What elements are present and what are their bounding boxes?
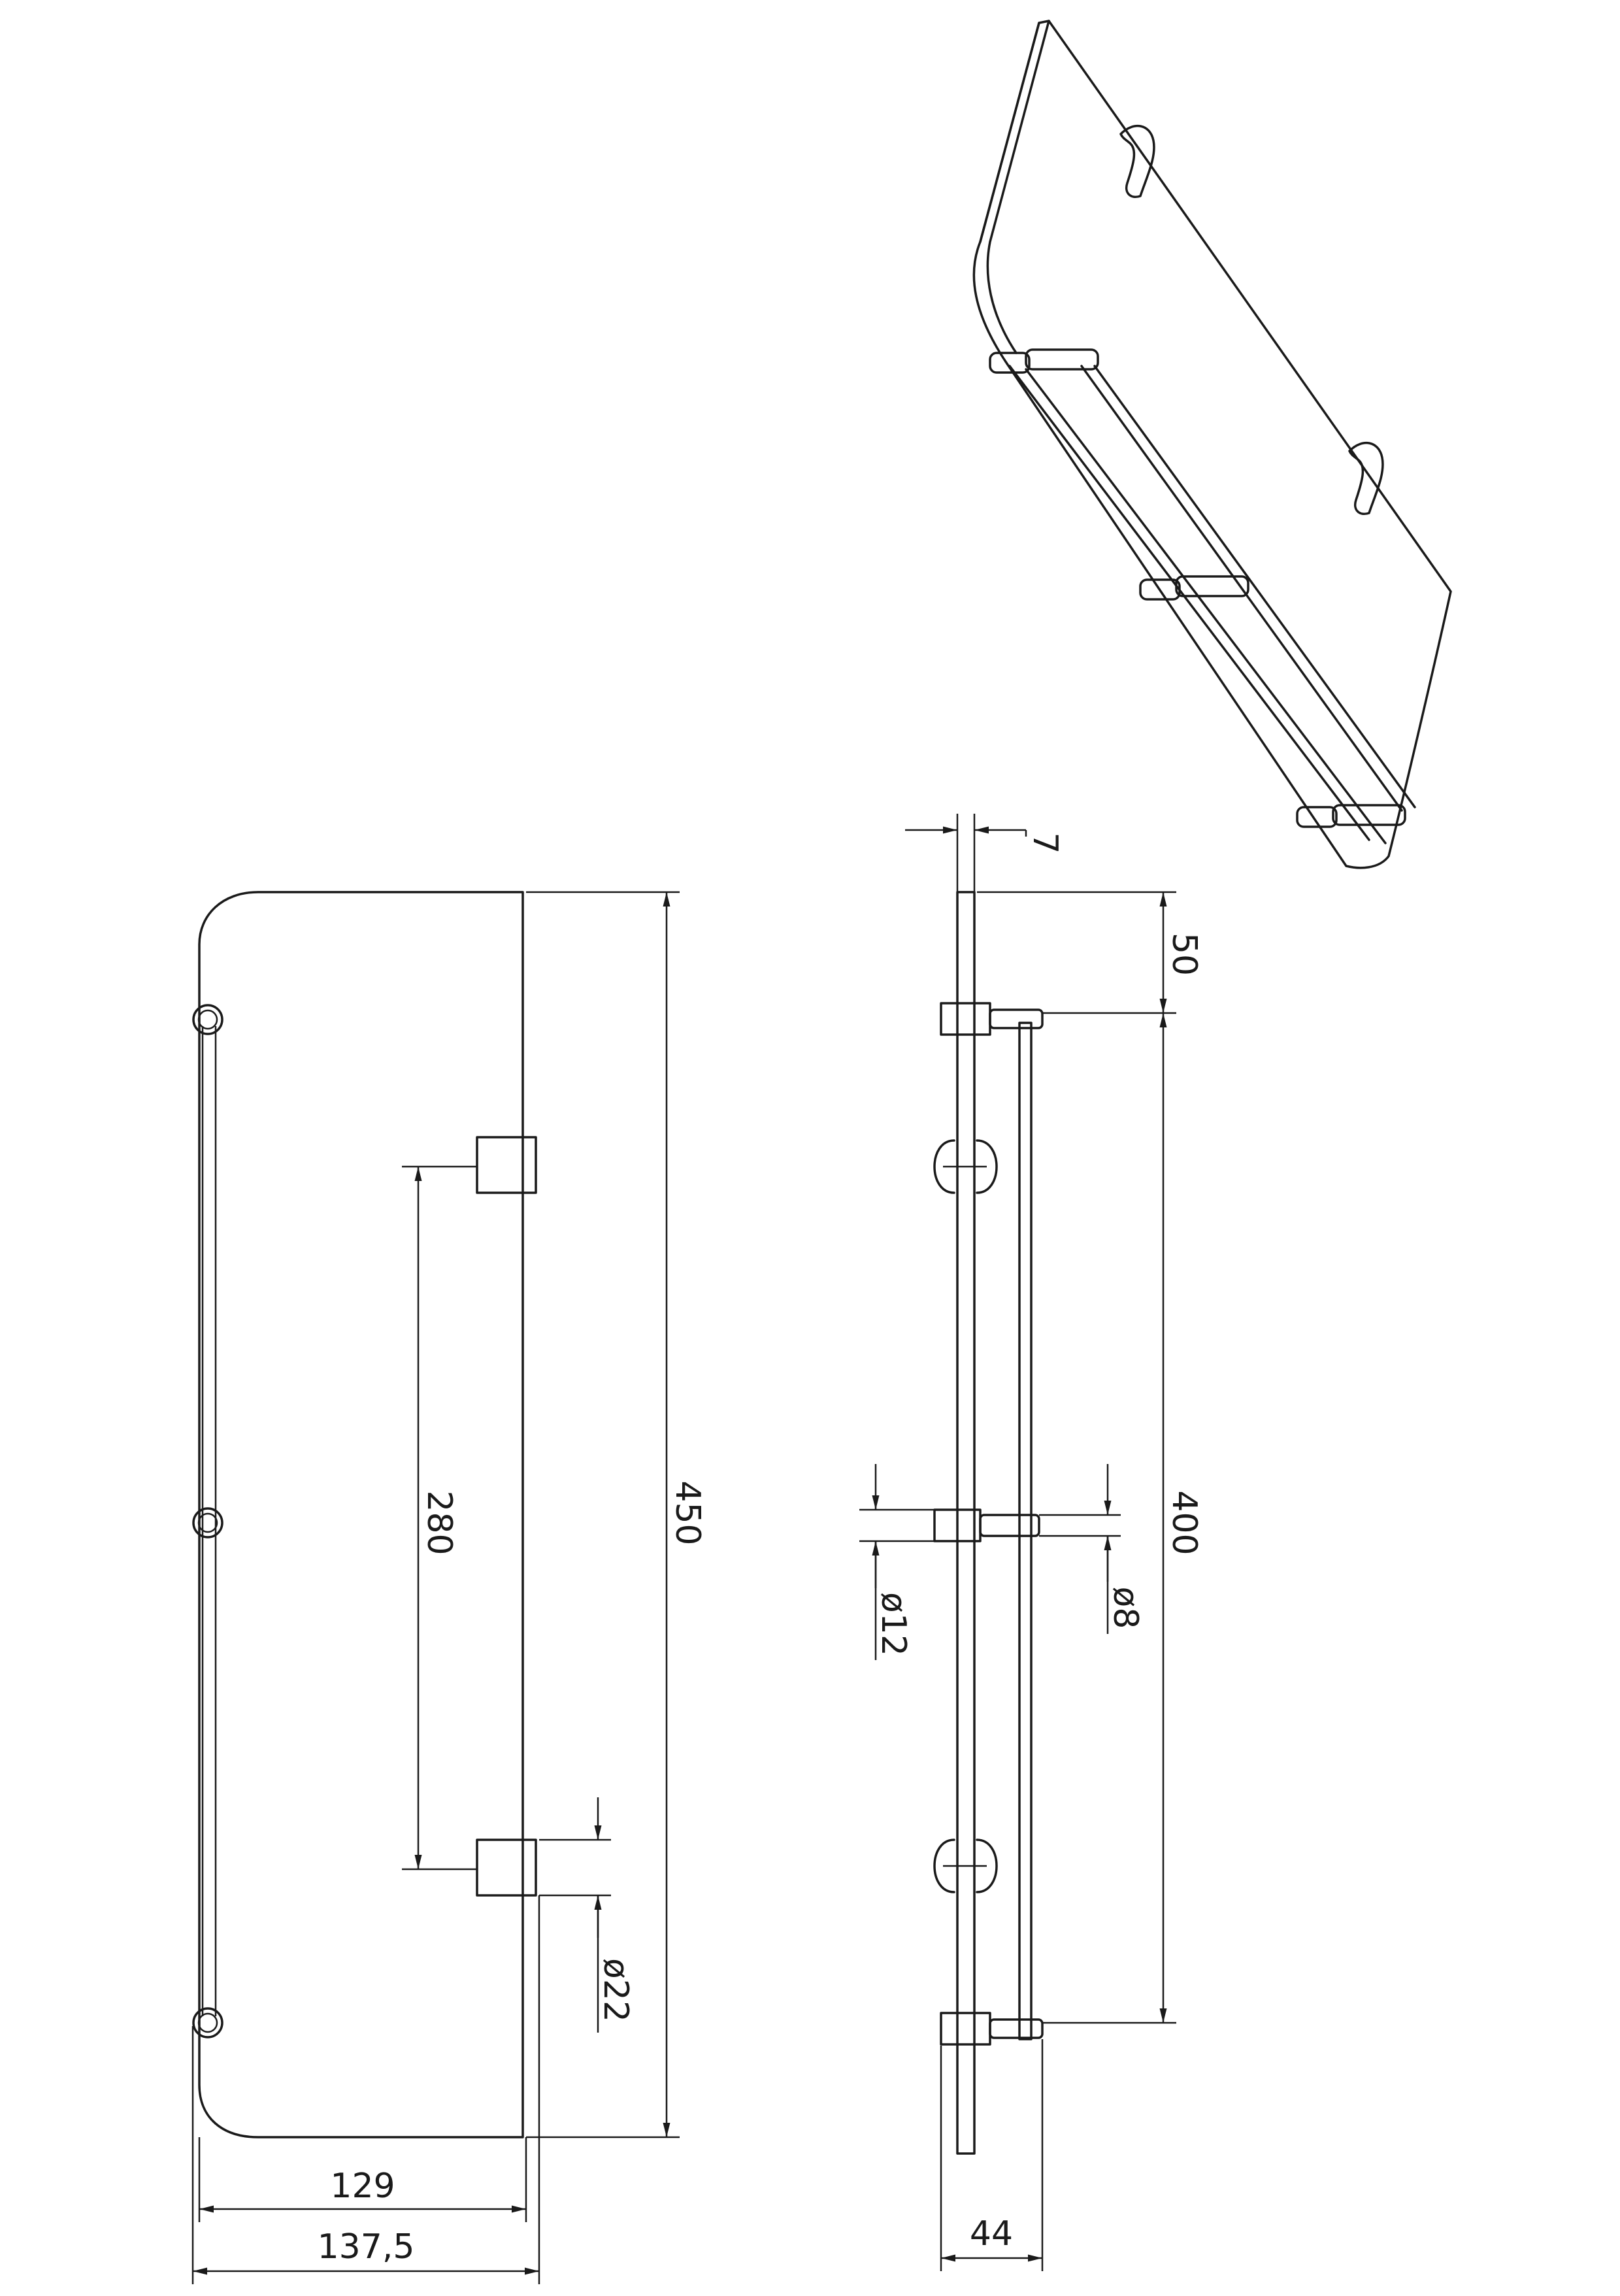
dim-rail-diameter: ø8 — [1039, 1464, 1145, 1634]
plan-rail-post-1 — [192, 1004, 223, 1035]
side-rail — [1018, 1022, 1033, 2040]
plan-wall-mount-2 — [476, 1838, 537, 1897]
dim-overall-length: 450 — [526, 891, 707, 2138]
iso-bracket-3 — [1296, 804, 1406, 828]
dim-rail-offset-side: 44 — [940, 2039, 1044, 2271]
dim-label-o8: ø8 — [1106, 1587, 1145, 1629]
dim-label-7: 7 — [1025, 832, 1065, 854]
plan-rail — [201, 1026, 217, 2016]
dim-label-o22: ø22 — [596, 1958, 635, 2022]
plan-rail-post-2 — [192, 1507, 223, 1539]
iso-bracket-1 — [989, 348, 1099, 374]
iso-clip-1 — [1119, 124, 1155, 198]
dim-label-450: 450 — [668, 1480, 707, 1545]
side-glass-edge — [956, 891, 976, 2155]
side-wall-mount-1 — [933, 1139, 998, 1194]
iso-glass-plate — [972, 20, 1452, 869]
dim-label-400: 400 — [1165, 1490, 1204, 1555]
plan-view: 450 280 ø22 129 — [191, 891, 707, 2284]
dim-rail-offset: 50 — [977, 891, 1204, 1014]
iso-bracket-2 — [1139, 575, 1249, 601]
dim-label-280: 280 — [420, 1490, 459, 1555]
iso-rail — [1008, 365, 1370, 841]
dim-bracket-diameter: ø12 — [859, 1464, 934, 1660]
plan-rail-post-3 — [192, 2007, 223, 2038]
side-bracket-mid — [933, 1508, 1040, 1542]
dim-rail-bracket-spacing: 400 — [1042, 1013, 1204, 2024]
dim-depth-total: 137,5 — [191, 1895, 540, 2284]
iso-clip-2 — [1348, 441, 1384, 515]
dim-label-50: 50 — [1165, 933, 1204, 976]
side-bracket-top — [940, 1002, 1044, 1036]
side-bracket-bottom — [940, 2012, 1044, 2046]
dim-label-137-5: 137,5 — [318, 2227, 415, 2267]
dim-mount-spacing: 280 — [402, 1165, 477, 1871]
dim-label-o12: ø12 — [874, 1592, 913, 1656]
plan-wall-mount-1 — [476, 1136, 537, 1194]
isometric-view — [972, 20, 1452, 869]
side-wall-mount-2 — [933, 1838, 998, 1893]
dim-label-129: 129 — [330, 2167, 395, 2206]
dim-mount-diameter: ø22 — [539, 1797, 635, 2033]
plan-glass — [198, 891, 524, 2138]
side-view: 7 50 400 ø12 — [859, 814, 1204, 2271]
dim-depth-glass: 129 — [198, 2137, 527, 2222]
dim-glass-thickness: 7 — [905, 814, 1065, 892]
dim-label-44: 44 — [970, 2214, 1013, 2254]
